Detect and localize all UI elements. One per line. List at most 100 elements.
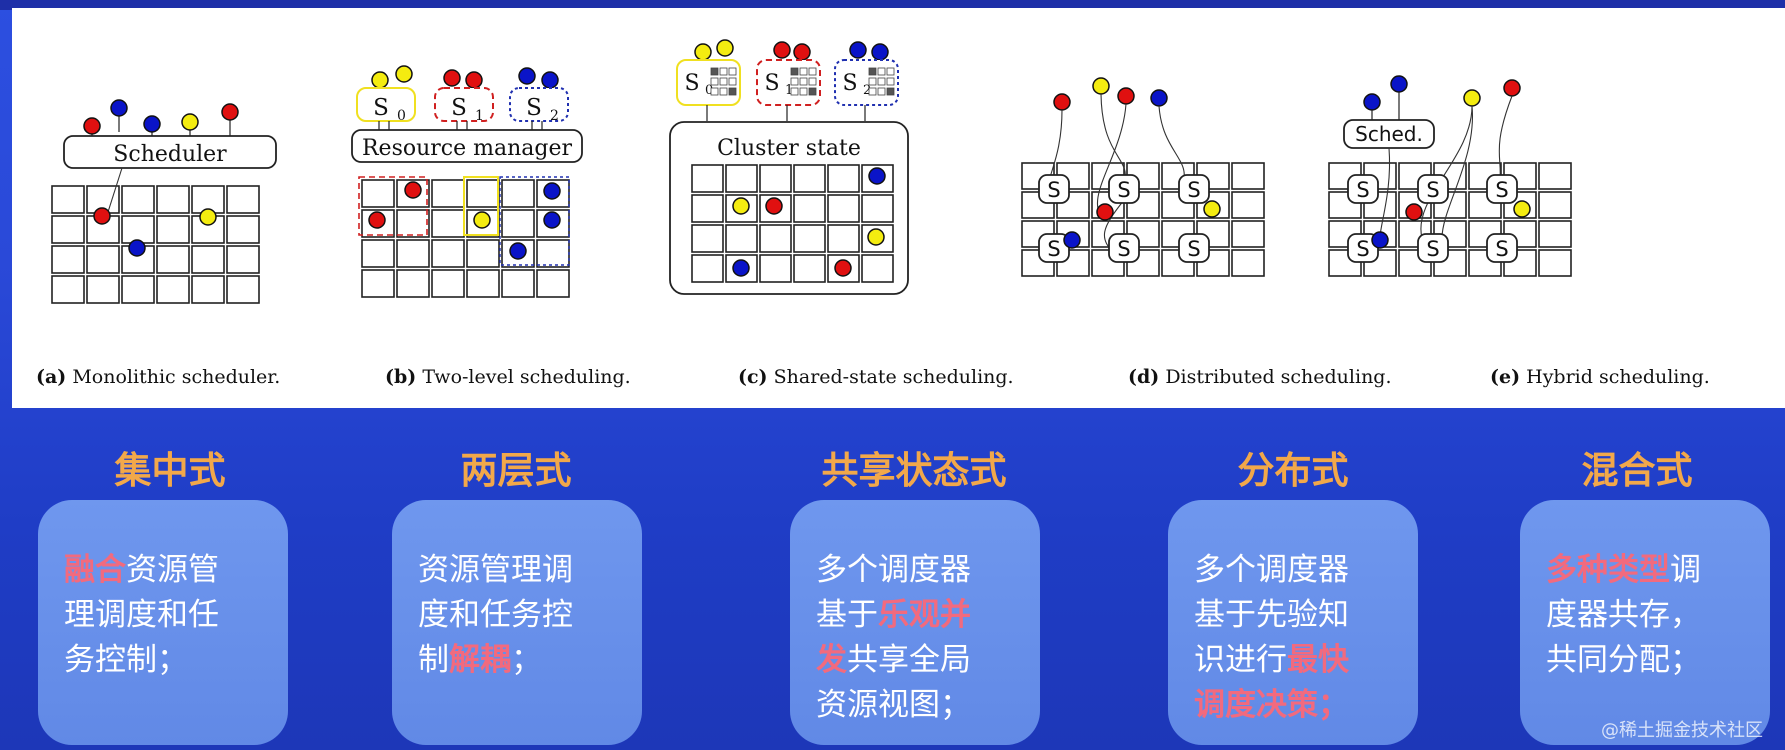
- caption-e-prefix: (e): [1490, 366, 1521, 388]
- task-dot: [1371, 231, 1389, 249]
- caption-d: (d) Distributed scheduling.: [1128, 366, 1392, 388]
- sub-scheduler-index: 2: [863, 83, 871, 98]
- grid-cell: [51, 185, 85, 214]
- grid-cell: [466, 269, 500, 298]
- caption-c-prefix: (c): [738, 366, 768, 388]
- scheduler-node-label: S: [1117, 237, 1130, 261]
- scheduler-label: Scheduler: [113, 142, 227, 167]
- mini-cell: [877, 87, 886, 96]
- top-bar: [0, 0, 1785, 10]
- scheduler-node: [1108, 233, 1140, 263]
- task-dot: [371, 71, 389, 89]
- mini-cell: [728, 77, 737, 86]
- mini-cell: [886, 77, 895, 86]
- sub-scheduler-label: S: [373, 95, 389, 121]
- grid-cell: [1398, 249, 1432, 277]
- task-dot: [716, 39, 734, 57]
- grid-cell: [226, 185, 260, 214]
- sub-scheduler-label: S: [764, 71, 779, 96]
- card-line: 融合资源管: [64, 548, 268, 593]
- scheduler-node-label: S: [1047, 178, 1060, 202]
- mini-cell: [790, 87, 799, 96]
- task-dot: [1503, 79, 1521, 97]
- card-text: 资源管: [126, 552, 219, 588]
- caption-a-text: Monolithic scheduler.: [72, 366, 281, 388]
- grid-cell: [691, 194, 724, 223]
- task-dot: [1053, 93, 1071, 111]
- grid-cell: [759, 164, 792, 193]
- mini-cell: [808, 67, 817, 76]
- grid-cell: [431, 239, 465, 268]
- sub-scheduler-box-2: [509, 87, 569, 122]
- grid-cell: [431, 269, 465, 298]
- scheduler-node: [1178, 174, 1210, 204]
- card-line: 基于先验知: [1194, 593, 1398, 638]
- task-dot: [509, 242, 527, 260]
- task-dot: [1063, 231, 1081, 249]
- scheduler-node-label: S: [1117, 178, 1130, 202]
- dispatch-path: [107, 167, 123, 213]
- task-dot: [395, 65, 413, 83]
- mini-cell: [808, 77, 817, 86]
- card-text: 度器共存，: [1546, 597, 1701, 633]
- card-line: 度和任务控: [418, 593, 622, 638]
- caption-d-text: Distributed scheduling.: [1165, 366, 1392, 388]
- grid-cell: [121, 185, 155, 214]
- sub-scheduler-box-1: [434, 87, 494, 122]
- task-dot: [732, 259, 750, 277]
- card-line: 基于乐观并: [816, 593, 1020, 638]
- sub-scheduler-box-0: [356, 87, 416, 122]
- card-line: 共同分配；: [1546, 638, 1750, 683]
- card-text-highlight: 乐观并: [878, 597, 971, 633]
- mini-cell: [877, 77, 886, 86]
- grid-cell: [501, 209, 535, 238]
- dispatch-path: [1498, 95, 1513, 179]
- task-dot: [143, 115, 161, 133]
- grid-cell: [86, 275, 120, 304]
- task-dot: [773, 41, 791, 59]
- mini-cell: [710, 87, 719, 96]
- scheduler-node: [1178, 233, 1210, 263]
- card-text: 理调度和任: [64, 597, 219, 633]
- grid-cell: [691, 224, 724, 253]
- sub-scheduler-index: 2: [550, 108, 559, 124]
- grid-cell: [226, 275, 260, 304]
- task-dot: [1363, 93, 1381, 111]
- hybrid-scheduler-label: Sched.: [1355, 122, 1423, 146]
- mini-cell: [728, 87, 737, 96]
- grid-cell: [361, 239, 395, 268]
- grid-cell: [1538, 249, 1572, 277]
- mini-cell: [799, 87, 808, 96]
- scheduler-node-label: S: [1187, 237, 1200, 261]
- task-dot: [518, 67, 536, 85]
- task-dot: [1096, 203, 1114, 221]
- task-dot: [83, 117, 101, 135]
- grid-cell: [1231, 220, 1265, 248]
- grid-cell: [191, 245, 225, 274]
- grid-cell: [1363, 191, 1397, 219]
- card-text: 制: [418, 642, 449, 678]
- scheduler-node-label: S: [1426, 178, 1439, 202]
- grid-cell: [1231, 249, 1265, 277]
- dispatch-path: [1158, 105, 1185, 179]
- category-title-hybrid: 混合式: [1581, 449, 1693, 492]
- scheduler-node-label: S: [1495, 178, 1508, 202]
- category-card-distributed: 多个调度器基于先验知识进行最快调度决策；: [1168, 500, 1418, 745]
- category-card-hybrid: 多种类型调度器共存，共同分配；: [1520, 500, 1770, 745]
- grid-cell: [121, 215, 155, 244]
- card-text: 基于: [816, 597, 878, 633]
- task-dot: [1203, 200, 1221, 218]
- card-line: 识进行最快: [1194, 638, 1398, 683]
- grid-cell: [793, 224, 826, 253]
- task-dot: [543, 211, 561, 229]
- partition-yellow: [463, 176, 499, 236]
- scheduler-node-label: S: [1356, 237, 1369, 261]
- mini-cell: [868, 87, 877, 96]
- mini-cell: [790, 77, 799, 86]
- task-dot: [221, 103, 239, 121]
- grid-cell: [793, 254, 826, 283]
- card-text: 识进行: [1194, 642, 1287, 678]
- grid-cell: [793, 194, 826, 223]
- grid-cell: [86, 245, 120, 274]
- sub-scheduler-label: S: [451, 95, 467, 121]
